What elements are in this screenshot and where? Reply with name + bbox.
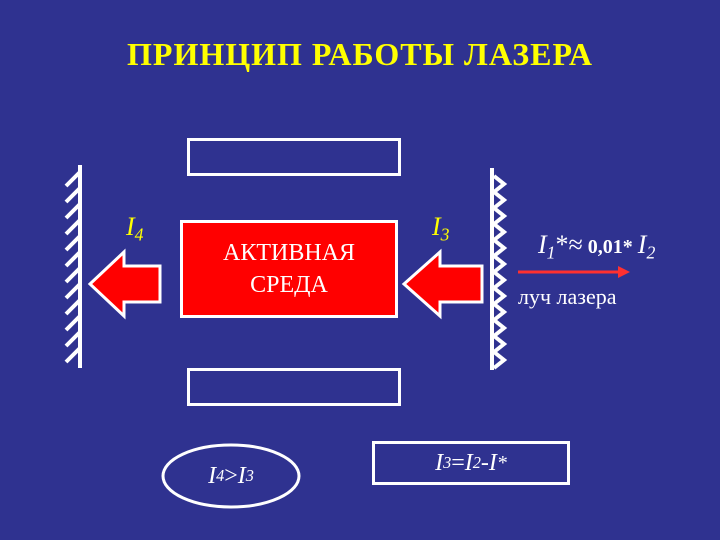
laser-beam-label: луч лазера bbox=[518, 284, 617, 309]
active-medium-line1: АКТИВНАЯ bbox=[222, 240, 355, 266]
active-medium: АКТИВНАЯ СРЕДА bbox=[180, 220, 398, 318]
label-i4: I4 bbox=[126, 212, 144, 245]
label-i3: I3 bbox=[432, 212, 450, 245]
inequality-ellipse bbox=[161, 443, 301, 509]
arrow-left-i4 bbox=[87, 248, 162, 320]
output-formula: I1*≈ 0,01* I2 bbox=[538, 230, 656, 263]
right-mirror bbox=[490, 168, 508, 370]
pump-lamp-bottom bbox=[187, 368, 401, 406]
left-mirror bbox=[64, 165, 82, 368]
arrow-left-i3 bbox=[401, 248, 484, 320]
active-medium-line2: СРЕДА bbox=[250, 272, 328, 298]
laser-beam-head bbox=[618, 266, 630, 278]
page-title: ПРИНЦИП РАБОТЫ ЛАЗЕРА bbox=[127, 36, 593, 72]
pump-lamp-top bbox=[187, 138, 401, 176]
